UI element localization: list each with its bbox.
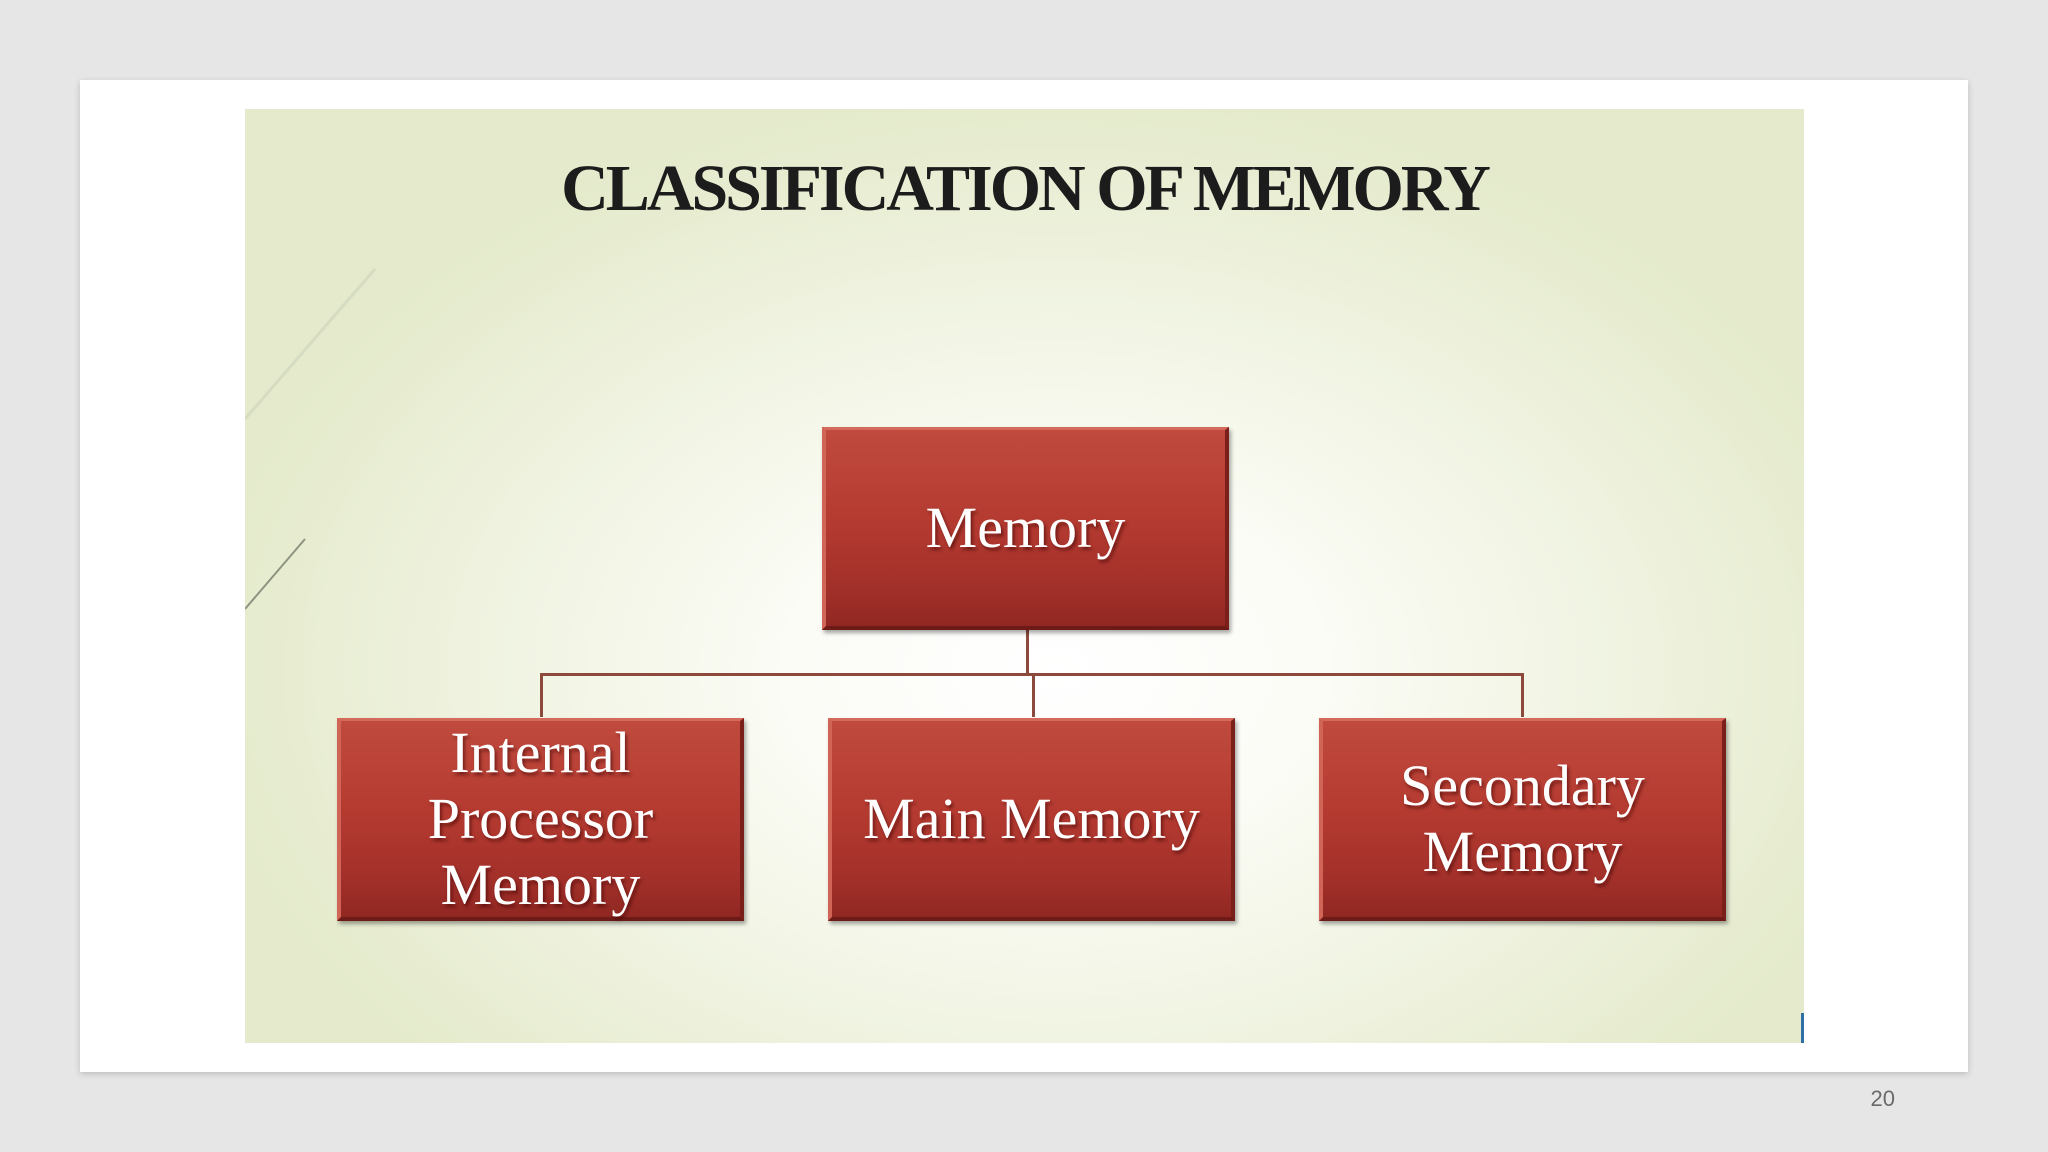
- node-main-memory: Main Memory: [828, 718, 1235, 921]
- node-memory: Memory: [822, 427, 1229, 630]
- slide-image: CLASSIFICATION OF MEMORY Memory Internal…: [245, 109, 1804, 1043]
- corner-accent: [1801, 1013, 1804, 1043]
- slide-card: CLASSIFICATION OF MEMORY Memory Internal…: [80, 80, 1968, 1072]
- decorative-lines: [245, 268, 377, 610]
- connector-left-drop: [540, 673, 543, 717]
- slide-title: CLASSIFICATION OF MEMORY: [561, 152, 1491, 225]
- node-main-memory-label: Main Memory: [863, 786, 1200, 851]
- page-number: 20: [1870, 1086, 1895, 1111]
- node-internal-processor-memory-label: Internal Processor Memory: [427, 720, 654, 917]
- connector-root-stem: [1026, 629, 1029, 673]
- node-secondary-memory-label: Secondary Memory: [1400, 753, 1645, 884]
- node-secondary-memory: Secondary Memory: [1319, 718, 1726, 921]
- node-internal-processor-memory: Internal Processor Memory: [337, 718, 744, 921]
- node-memory-label: Memory: [925, 495, 1126, 560]
- connector-right-drop: [1521, 673, 1524, 717]
- connector-horizontal: [540, 673, 1523, 676]
- decor-line-top: [245, 268, 377, 420]
- connector-center-drop: [1032, 673, 1035, 717]
- decor-line-bottom: [245, 538, 306, 610]
